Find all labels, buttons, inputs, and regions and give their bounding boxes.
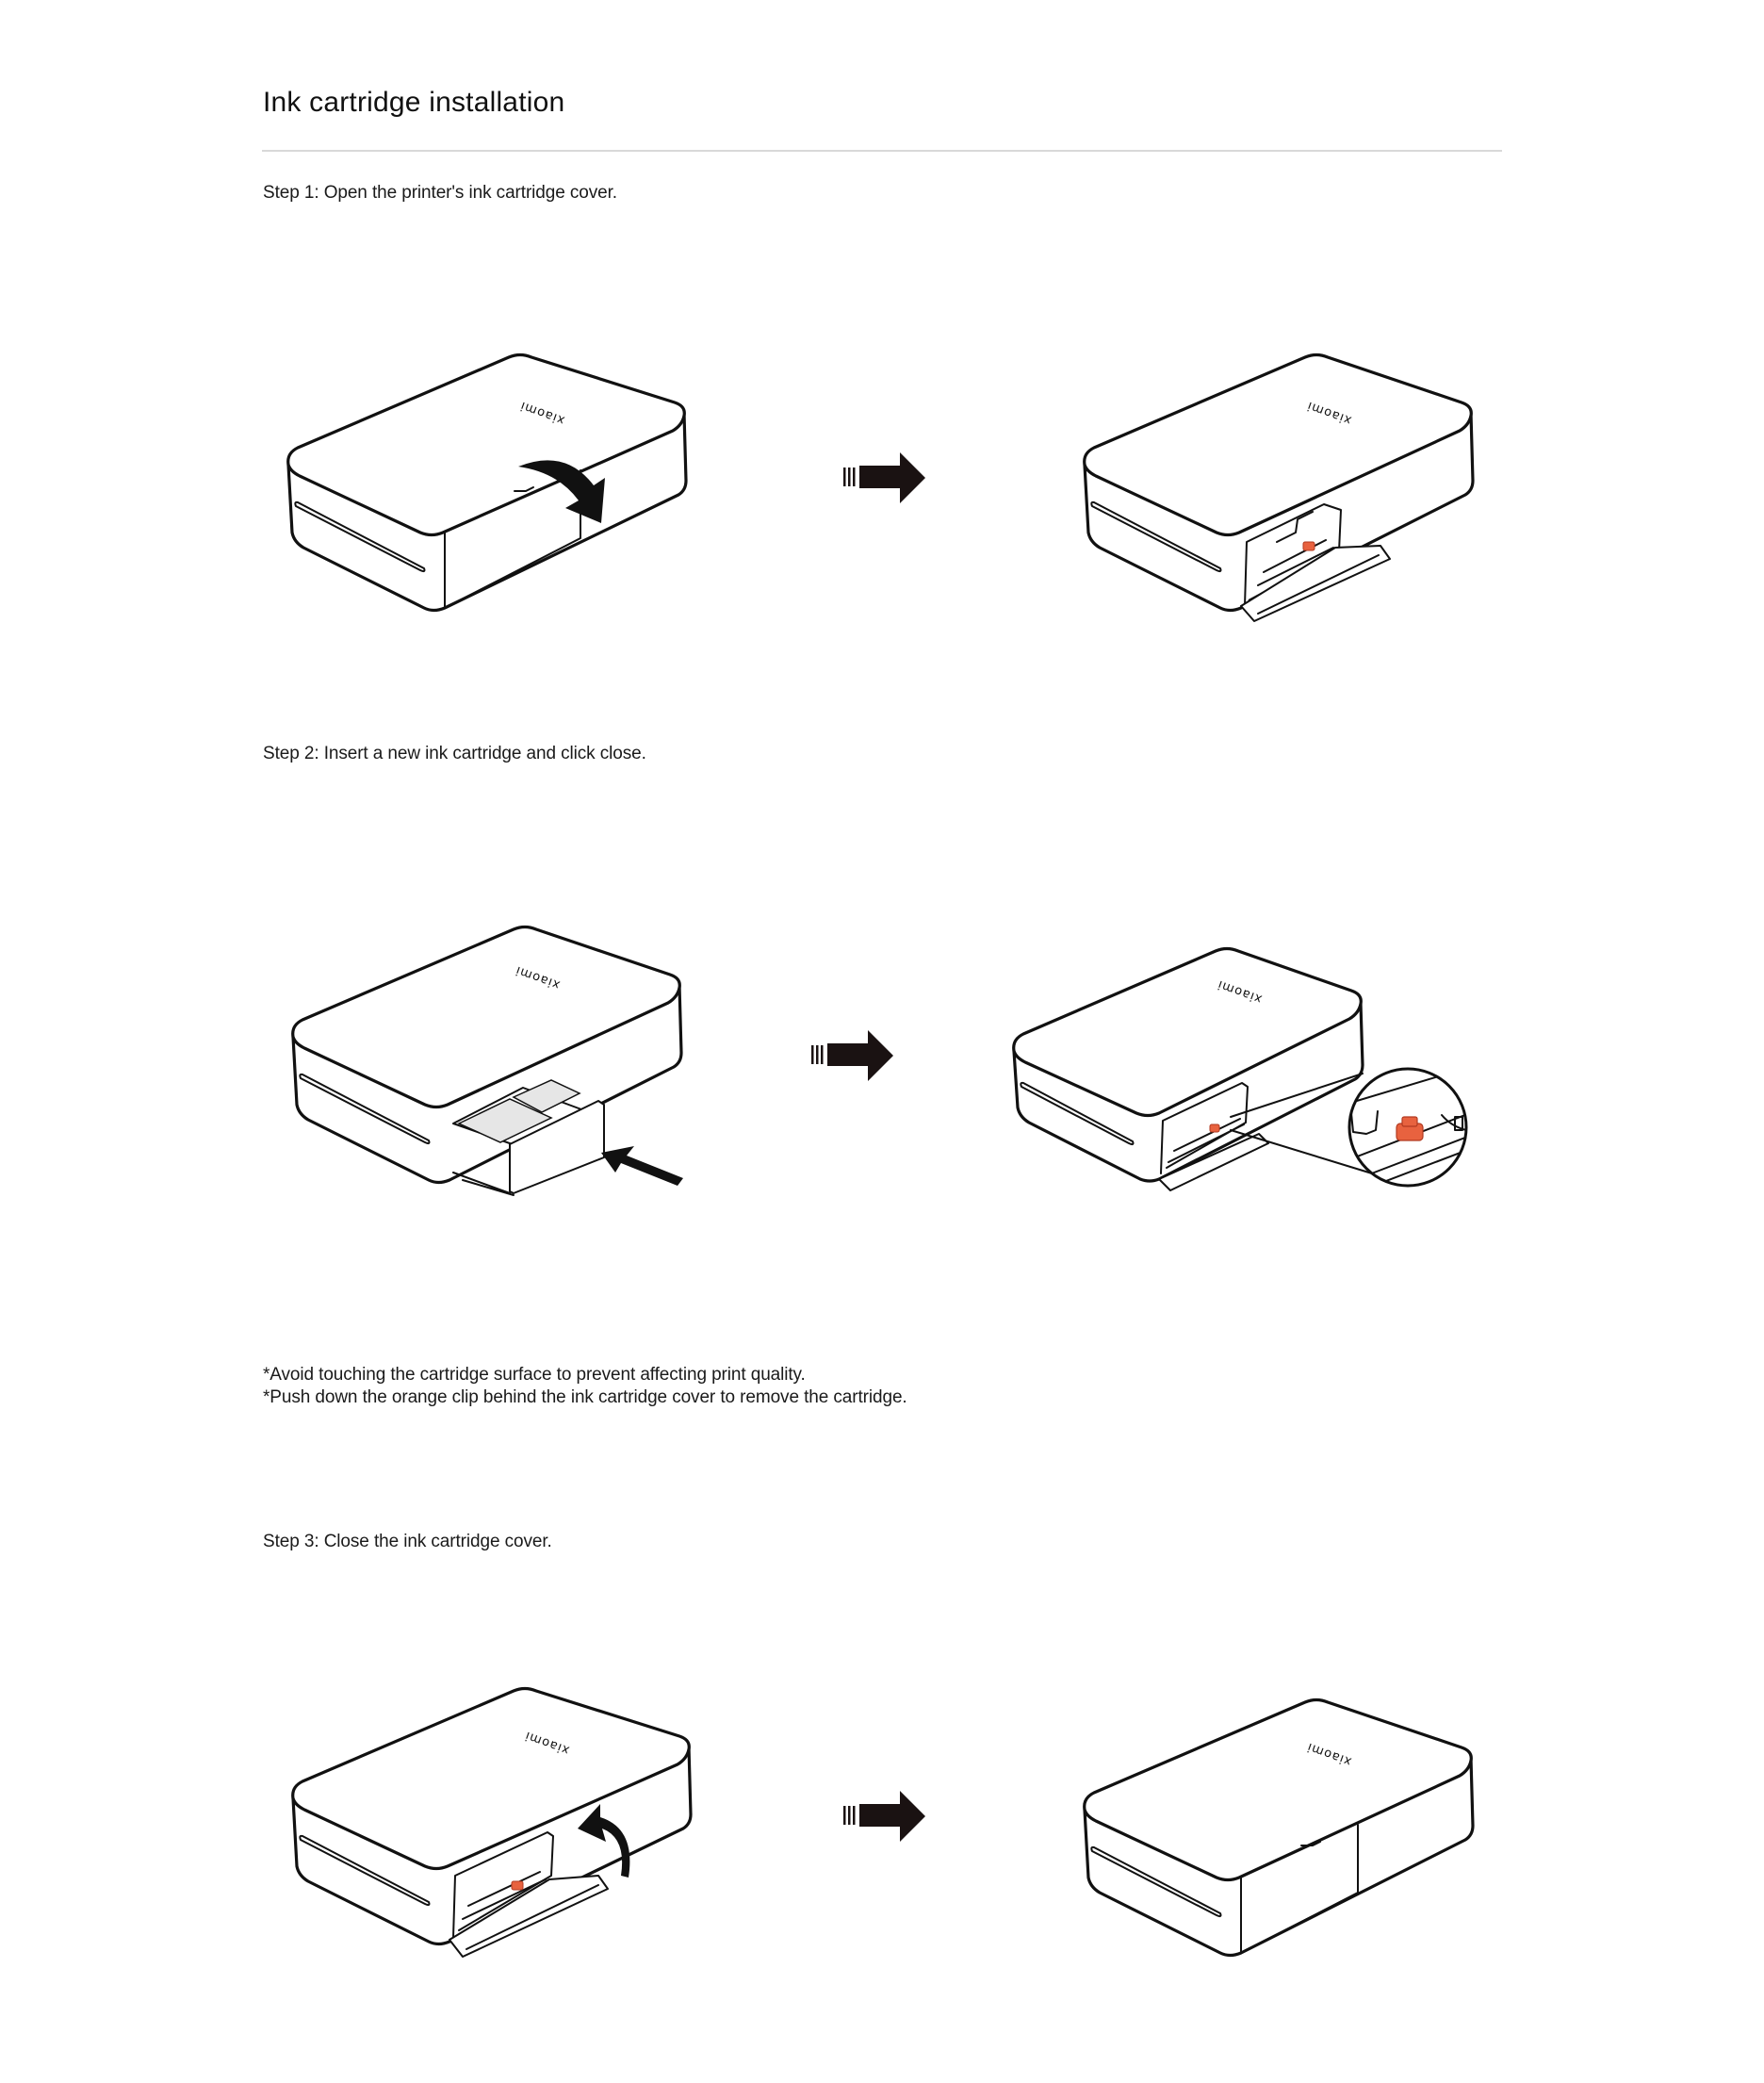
- curved-up-arrow-icon: [578, 1804, 630, 1878]
- orange-clip: [511, 1880, 524, 1891]
- insert-arrow-icon: [601, 1146, 683, 1186]
- step-2-label: Step 2: Insert a new ink cartridge and c…: [263, 744, 646, 763]
- title-divider: [262, 150, 1502, 152]
- orange-clip: [1209, 1124, 1220, 1133]
- note-orange-clip: *Push down the orange clip behind the in…: [263, 1387, 907, 1407]
- step-1-label: Step 1: Open the printer's ink cartridge…: [263, 183, 617, 203]
- page-title: Ink cartridge installation: [263, 87, 565, 118]
- printer-illustration-step2-insert: xiaomi: [291, 925, 683, 1196]
- clip-detail-magnifier: [1348, 1067, 1468, 1188]
- step-3-label: Step 3: Close the ink cartridge cover.: [263, 1532, 552, 1551]
- printer-illustration-step3-closing: xiaomi: [291, 1686, 693, 1958]
- right-arrow-icon: [843, 1791, 925, 1842]
- cartridge-film: [457, 1098, 553, 1143]
- curved-down-arrow-icon: [518, 460, 605, 523]
- orange-clip: [1302, 541, 1315, 551]
- printer-illustration-step3-closed: xiaomi: [1083, 1698, 1475, 1958]
- right-arrow-icon: [843, 452, 925, 503]
- printer-illustration-step1-closed: xiaomi: [286, 353, 688, 613]
- printer-illustration-step2-inserted: xiaomi: [1012, 946, 1468, 1191]
- note-avoid-touching: *Avoid touching the cartridge surface to…: [263, 1365, 806, 1385]
- printer-illustration-step1-open: xiaomi: [1083, 353, 1475, 622]
- right-arrow-icon: [811, 1030, 893, 1081]
